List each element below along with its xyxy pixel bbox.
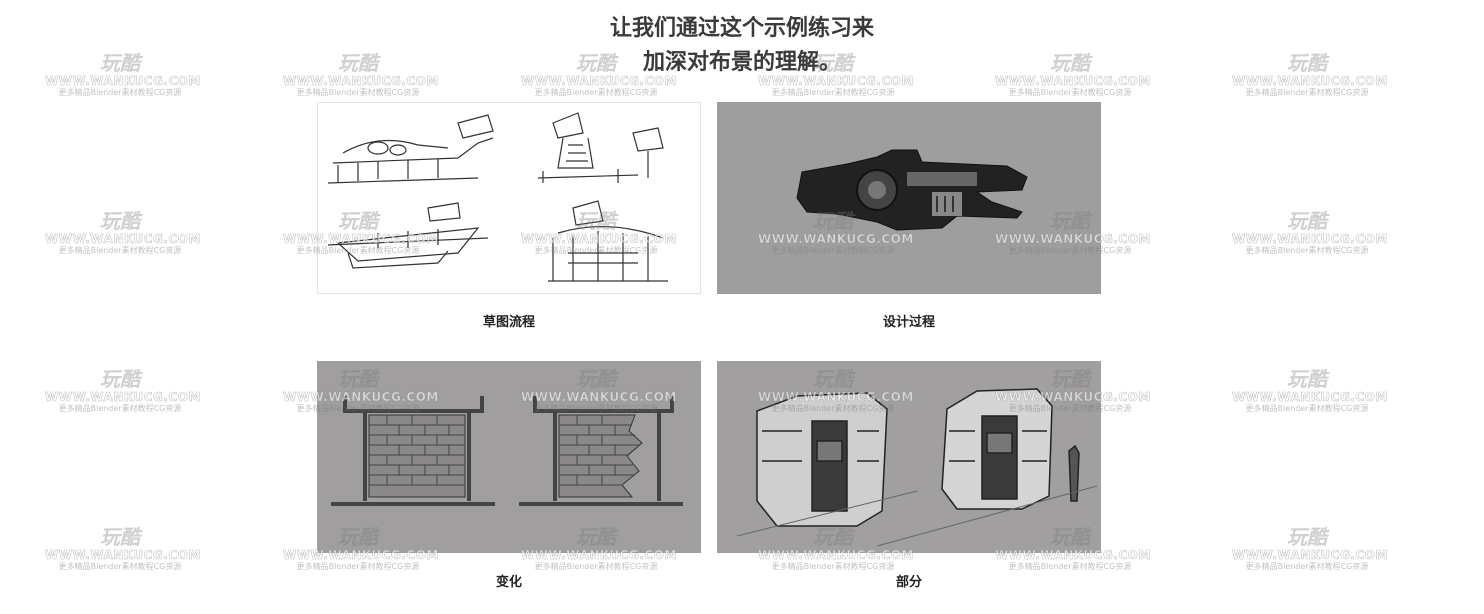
watermark-subtitle: 更多精品Blender素材教程CG资源	[1008, 88, 1132, 97]
watermark-site: WWW.WANKUCG.COM	[1232, 548, 1388, 563]
watermark-subtitle: 更多精品Blender素材教程CG资源	[296, 88, 420, 97]
design-process-image	[717, 102, 1101, 294]
heading-line-2: 加深对布景的理解。	[642, 50, 841, 75]
watermark-site: WWW.WANKUCG.COM	[45, 548, 201, 563]
watermark-site: WWW.WANKUCG.COM	[45, 390, 201, 405]
sketch-process-caption: 草图流程	[482, 315, 535, 330]
watermark-site: WWW.WANKUCG.COM	[1232, 232, 1388, 247]
watermark-logo: 玩酷	[1287, 525, 1327, 549]
watermark-subtitle: 更多精品Blender素材教程CG资源	[771, 88, 895, 97]
variation-image	[317, 361, 701, 553]
watermark-subtitle: 更多精品Blender素材教程CG资源	[58, 88, 182, 97]
design-process-caption: 设计过程	[882, 315, 935, 330]
watermark-subtitle: 更多精品Blender素材教程CG资源	[58, 246, 182, 255]
page-heading: 让我们通过这个示例练习来 加深对布景的理解。	[0, 12, 1484, 80]
watermark-logo: 玩酷	[100, 209, 140, 233]
variation-caption: 变化	[495, 575, 522, 590]
watermark-subtitle: 更多精品Blender素材教程CG资源	[1245, 88, 1369, 97]
watermark-site: WWW.WANKUCG.COM	[45, 232, 201, 247]
gun-silhouette-illustration	[796, 149, 1028, 231]
parts-caption: 部分	[895, 575, 922, 590]
watermark-logo: 玩酷	[100, 525, 140, 549]
sketch-process-image	[317, 102, 701, 294]
watermark-site: WWW.WANKUCG.COM	[1232, 390, 1388, 405]
watermark-subtitle: 更多精品Blender素材教程CG资源	[1245, 246, 1369, 255]
watermark-subtitle: 更多精品Blender素材教程CG资源	[58, 562, 182, 571]
diner-sketches-illustration	[327, 112, 668, 282]
watermark-subtitle: 更多精品Blender素材教程CG资源	[534, 88, 658, 97]
sci-fi-door-illustration	[736, 388, 1098, 547]
watermark-subtitle: 更多精品Blender素材教程CG资源	[1245, 562, 1369, 571]
watermark-logo: 玩酷	[1287, 209, 1327, 233]
heading-line-1: 让我们通过这个示例练习来	[609, 16, 874, 41]
watermark-subtitle: 更多精品Blender素材教程CG资源	[58, 404, 182, 413]
brick-wall-illustration	[331, 396, 683, 506]
parts-image	[717, 361, 1101, 553]
watermark-logo: 玩酷	[1287, 367, 1327, 391]
watermark-subtitle: 更多精品Blender素材教程CG资源	[1245, 404, 1369, 413]
watermark-logo: 玩酷	[100, 367, 140, 391]
